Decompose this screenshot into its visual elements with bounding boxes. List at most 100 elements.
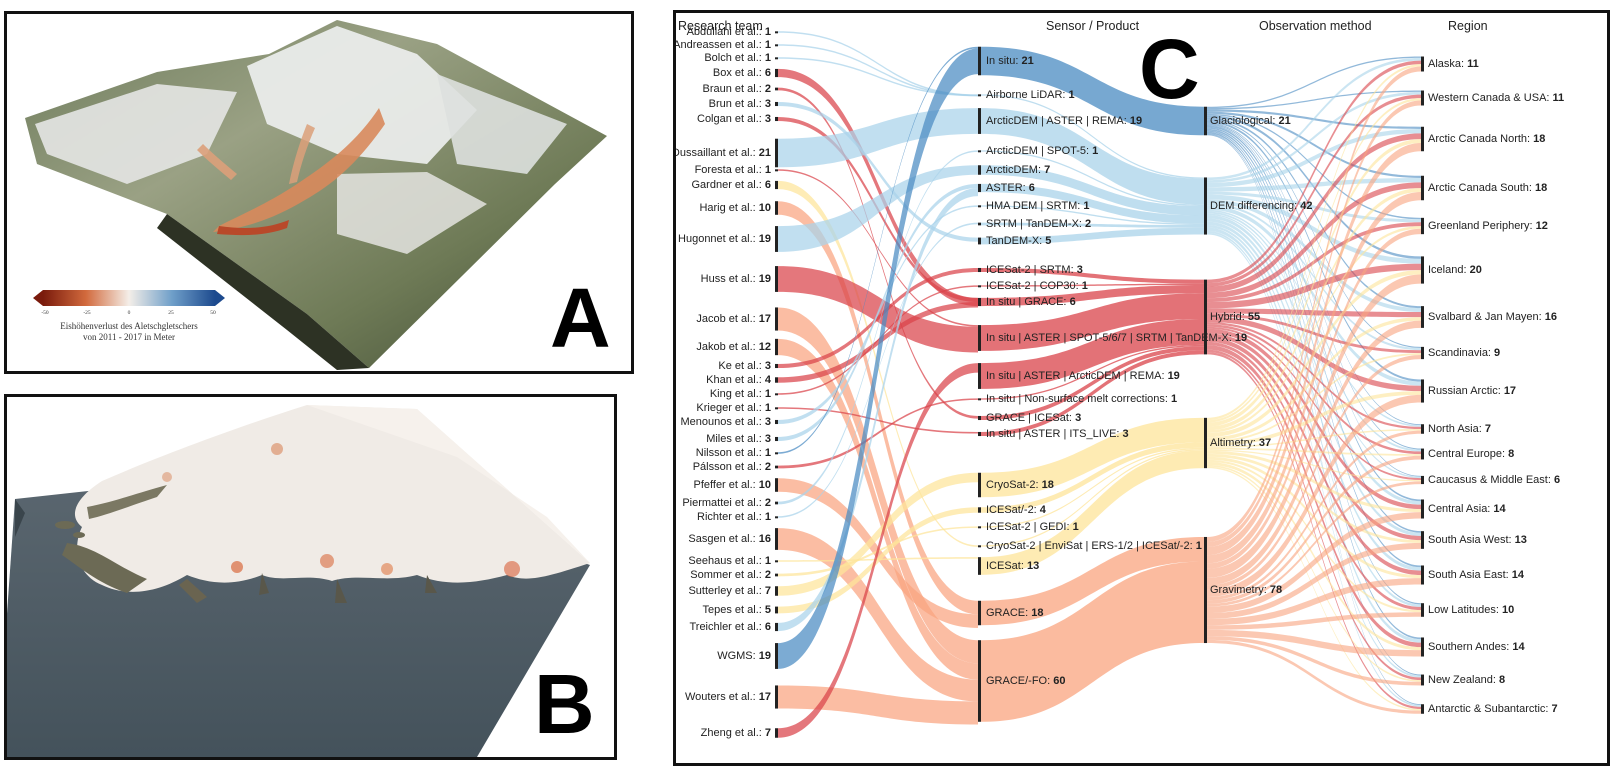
method-to-region-flow: [1207, 90, 1421, 110]
region-label: Russian Arctic: 17: [1428, 385, 1516, 397]
region-label: North Asia: 7: [1428, 423, 1491, 435]
sensor-node-bar: [978, 165, 981, 175]
team-to-sensor-flow: [778, 169, 978, 327]
team-to-sensor-flow: [778, 338, 978, 680]
method-to-region-flow: [1207, 481, 1421, 607]
team-label: Dussaillant et al.: 21: [676, 147, 771, 159]
team-node-bar: [775, 606, 778, 614]
ice-sheet-3d-render: [7, 405, 591, 757]
region-node-bar: [1421, 499, 1424, 519]
method-to-region-flow: [1207, 466, 1421, 711]
method-to-region-flow: [1207, 326, 1421, 481]
sensor-node-bar: [978, 267, 981, 273]
method-to-region-flow: [1207, 429, 1421, 448]
sensor-label: CryoSat-2: 18: [986, 479, 1054, 491]
region-node-bar: [1421, 90, 1424, 106]
region-node-bar: [1421, 56, 1424, 72]
team-node-bar: [775, 338, 778, 356]
team-node-bar: [775, 407, 778, 410]
team-to-sensor-flow: [778, 188, 978, 632]
method-label: Altimetry: 37: [1210, 437, 1271, 449]
method-to-region-flow: [1207, 203, 1421, 351]
team-to-sensor-flow: [778, 44, 978, 97]
region-label: Scandinavia: 9: [1428, 347, 1500, 359]
method-to-region-flow: [1207, 205, 1421, 386]
sensor-to-method-flow: [981, 442, 1204, 513]
method-to-region-flow: [1207, 191, 1421, 223]
method-to-region-flow: [1207, 449, 1421, 482]
team-label: Pfeffer et al.: 10: [694, 479, 771, 491]
team-node-bar: [775, 728, 778, 738]
method-to-region-flow: [1207, 199, 1421, 313]
method-to-region-flow: [1207, 636, 1421, 686]
method-to-region-flow: [1207, 578, 1421, 626]
team-node-bar: [775, 685, 778, 709]
team-node-bar: [775, 101, 778, 107]
team-to-sensor-flow: [778, 285, 978, 395]
sensor-label: In situ: 21: [986, 55, 1034, 67]
method-to-region-flow: [1207, 182, 1421, 299]
sensor-node-bar: [978, 237, 981, 245]
sensor-node-bar: [978, 431, 981, 437]
sensor-node-bar: [978, 285, 981, 288]
sensor-node-bar: [978, 640, 981, 722]
method-to-region-flow: [1207, 115, 1421, 259]
team-node-bar: [775, 44, 778, 47]
team-node-bar: [775, 363, 778, 369]
sensor-label: ICESat/-2: 4: [986, 504, 1047, 516]
team-label: Braun et al.: 2: [703, 83, 772, 95]
team-node-bar: [775, 226, 778, 252]
sensor-node-bar: [978, 363, 981, 389]
team-to-sensor-flow: [778, 507, 978, 614]
team-to-sensor-flow: [778, 302, 978, 383]
colorbar-tick-label: -50: [41, 310, 49, 316]
team-label: Wouters et al.: 17: [685, 691, 771, 703]
team-label: Zheng et al.: 7: [701, 727, 771, 739]
region-label: Antarctic & Subantarctic: 7: [1428, 703, 1558, 715]
team-node-bar: [775, 436, 778, 442]
method-to-region-flow: [1207, 192, 1421, 564]
method-node-bar: [1204, 417, 1207, 469]
team-label: Abdullahi et al.: 1: [687, 26, 771, 38]
method-to-region-flow: [1207, 456, 1421, 579]
method-to-region-flow: [1207, 188, 1421, 431]
region-label: Greenland Periphery: 12: [1428, 220, 1548, 232]
method-to-region-flow: [1207, 177, 1421, 192]
region-node-bar: [1421, 306, 1424, 328]
region-label: Southern Andes: 14: [1428, 641, 1526, 653]
team-label: Harig et al.: 10: [699, 202, 771, 214]
team-label: Huss et al.: 19: [701, 273, 771, 285]
sensor-node-bar: [978, 557, 981, 575]
colorbar-title-line-2: von 2011 - 2017 in Meter: [83, 332, 175, 342]
region-label: Alaska: 11: [1428, 58, 1479, 70]
method-to-region-flow: [1207, 120, 1421, 382]
method-label: Glaciological: 21: [1210, 115, 1291, 127]
method-to-region-flow: [1207, 455, 1421, 604]
sensor-to-method-flow: [981, 94, 1204, 179]
method-to-region-flow: [1207, 333, 1421, 541]
sensor-to-method-flow: [981, 536, 1204, 626]
team-label: WGMS: 19: [717, 650, 771, 662]
method-to-region-flow: [1207, 222, 1421, 303]
method-to-region-flow: [1207, 100, 1421, 547]
team-node-bar: [775, 560, 778, 563]
team-label: Menounos et al.: 3: [680, 416, 771, 428]
sensor-to-method-flow: [981, 108, 1204, 205]
colorbar-tick-label: 25: [168, 310, 174, 316]
method-to-region-flow: [1207, 131, 1421, 640]
region-label: Iceland: 20: [1428, 264, 1482, 276]
team-to-sensor-flow: [778, 205, 978, 425]
method-node-bar: [1204, 279, 1207, 355]
method-to-region-flow: [1207, 91, 1421, 183]
method-to-region-flow: [1207, 66, 1421, 542]
sensor-node-bar: [978, 183, 981, 193]
method-to-region-flow: [1207, 391, 1421, 447]
sensor-node-bar: [978, 222, 981, 226]
sensor-label: CryoSat-2 | EnviSat | ERS-1/2 | ICESat/-…: [986, 540, 1202, 552]
sensor-node-bar: [978, 205, 981, 208]
team-node-bar: [775, 87, 778, 91]
team-label: Jacob et al.: 17: [696, 313, 771, 325]
method-to-region-flow: [1207, 194, 1421, 264]
